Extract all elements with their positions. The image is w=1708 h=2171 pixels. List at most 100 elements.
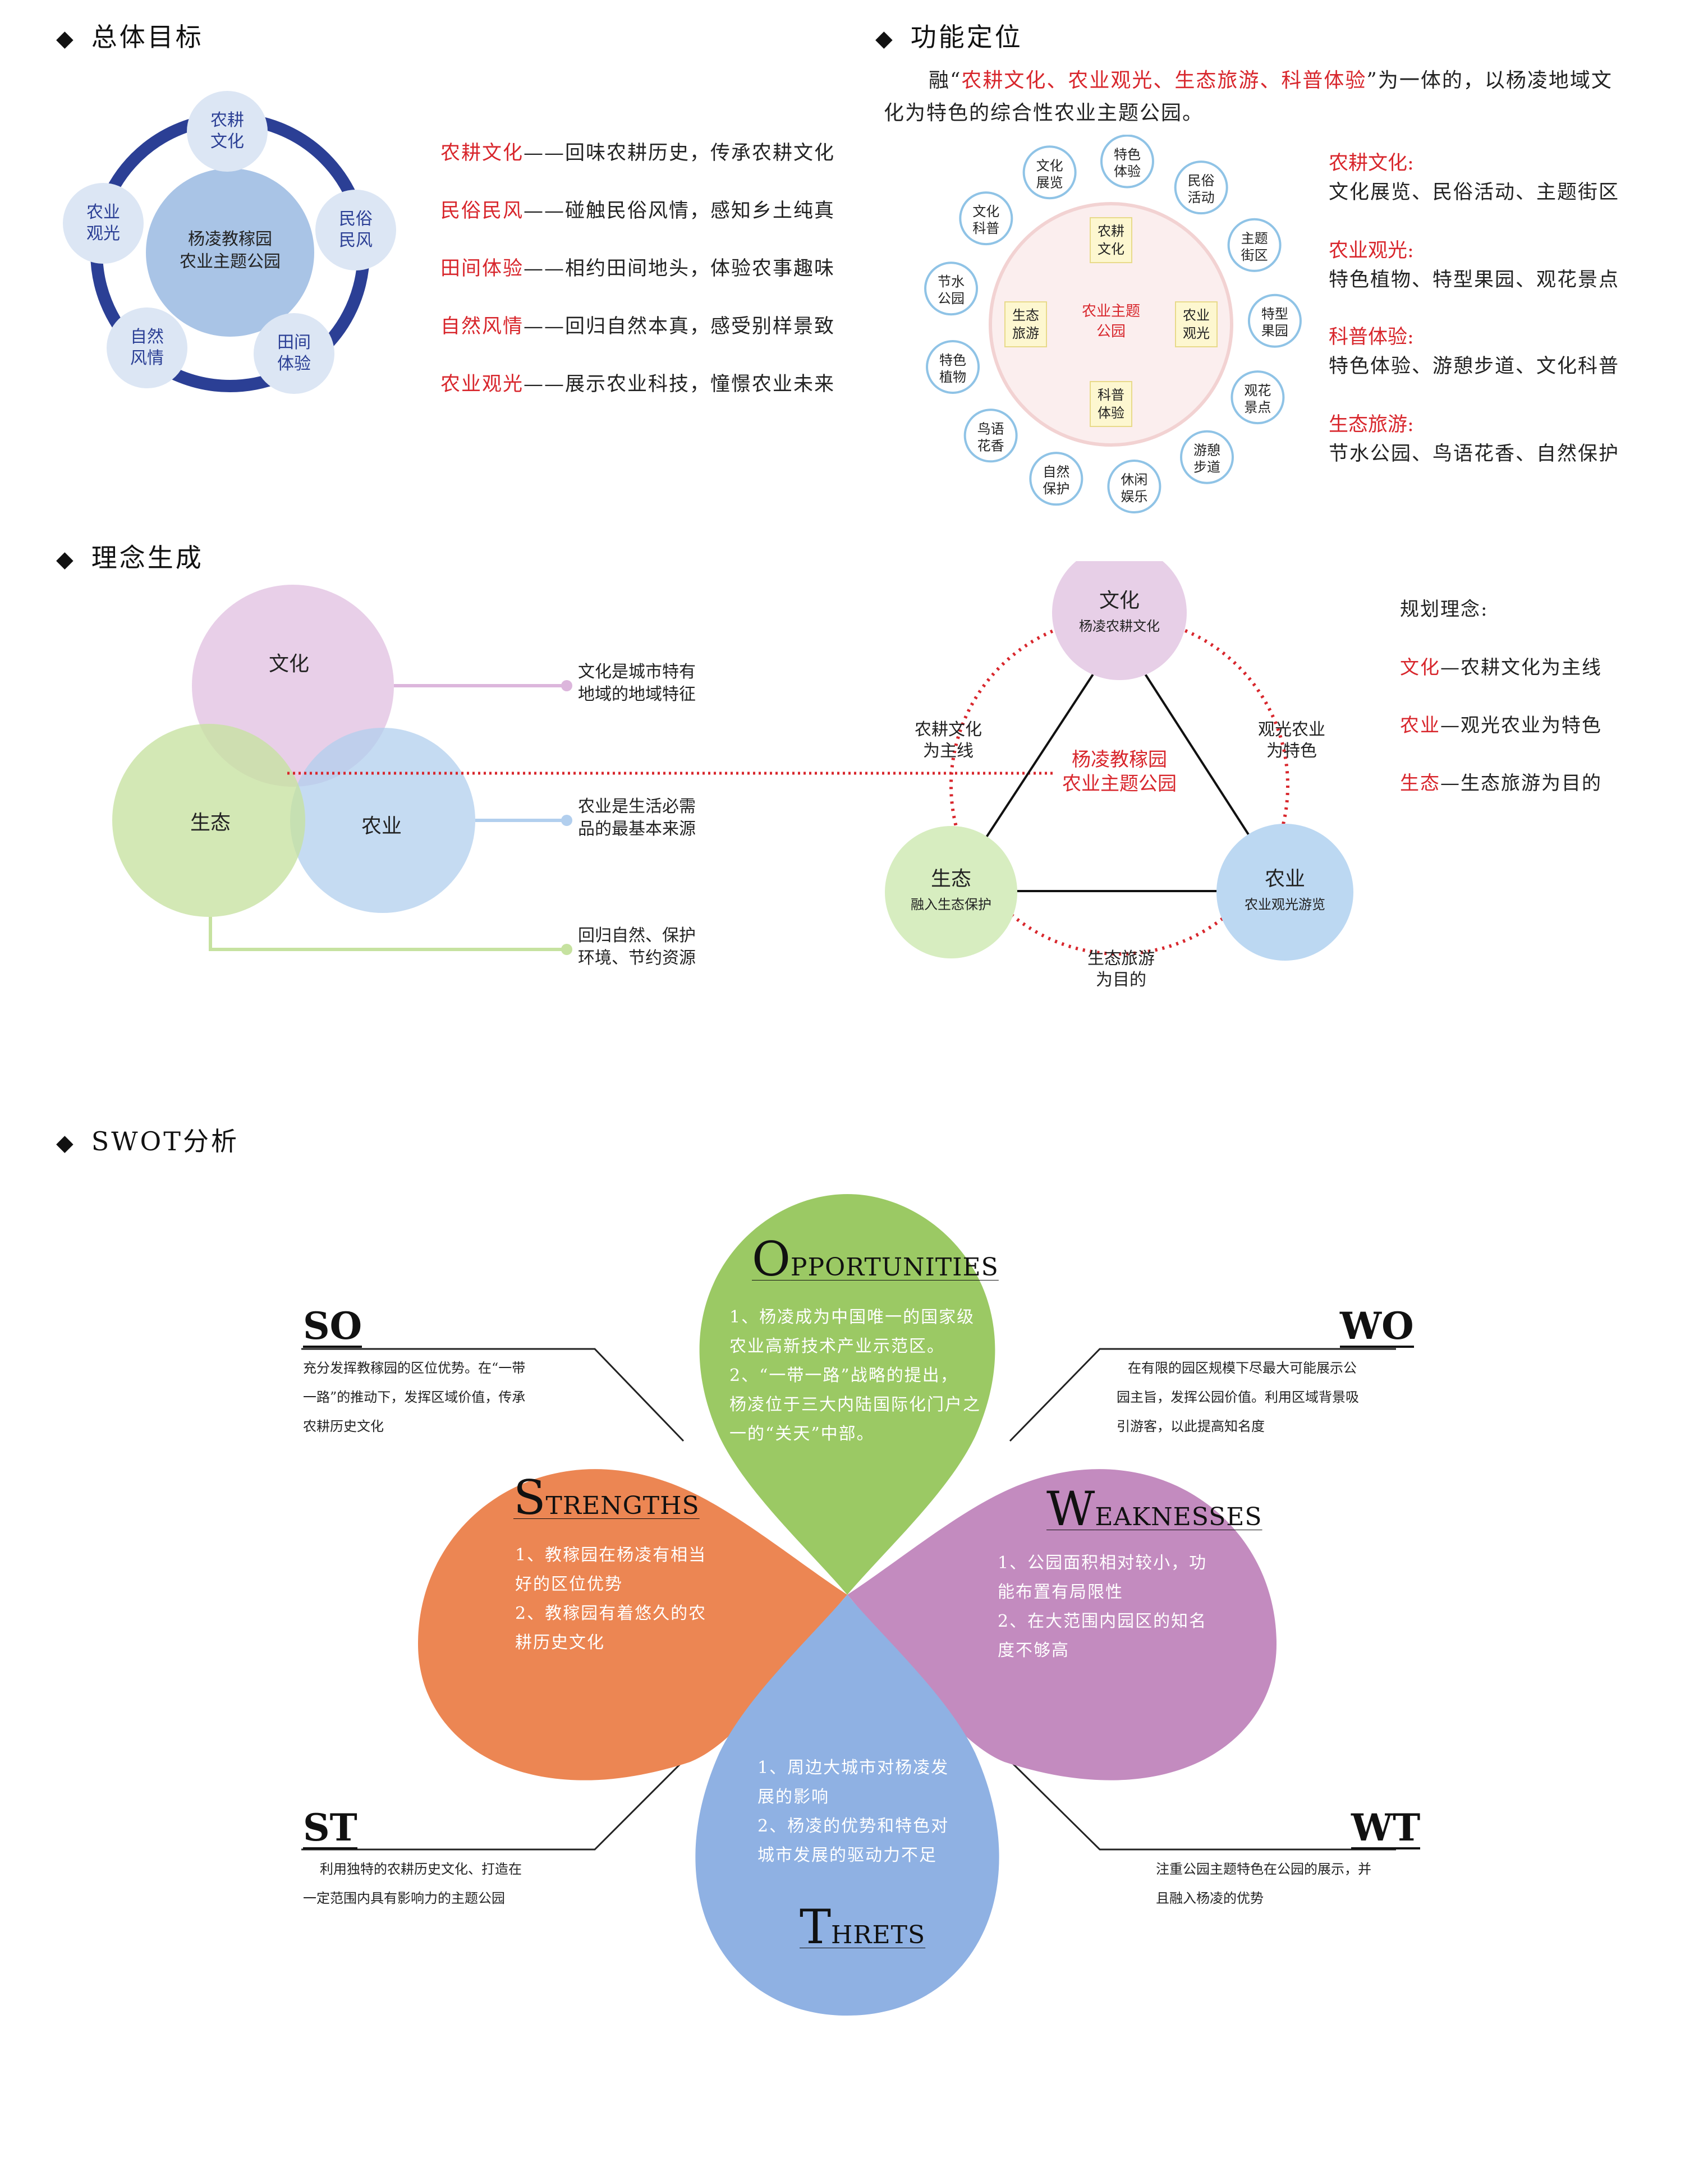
strengths-title: STRENGTHS (513, 1470, 700, 1525)
function-ring-node-circle (1174, 160, 1228, 215)
svg-text:风情: 风情 (130, 348, 164, 368)
function-ring-nodes: 文化展览特色体验民俗活动主题街区特型果园观花景点游憩步道休闲娱乐自然保护鸟语花香… (924, 135, 1302, 514)
tri-edge-right-line2: 为特色 (1266, 741, 1317, 761)
tri-top-title: 文化 (1099, 589, 1140, 612)
venn-culture-label: 文化 (269, 653, 309, 676)
section-title-swot: ◆SWOT分析 (56, 1126, 239, 1156)
wt-label: WT (1351, 1806, 1421, 1849)
weaknesses-title: WEAKNESSES (1046, 1481, 1262, 1536)
function-ring-node-circle (1231, 370, 1285, 425)
plan-title: 规划理念: (1400, 598, 1489, 621)
function-ring-node-label: 文化 (1036, 158, 1063, 173)
ecology-connector (209, 917, 564, 951)
tri-edge-left-line2: 为主线 (923, 741, 974, 761)
tri-left-circle (885, 826, 1017, 958)
function-cat-title-1: 农耕文化: (1329, 152, 1414, 175)
tri-center-line1: 杨凌教稼园 (1072, 749, 1167, 771)
svg-text:观光: 观光 (86, 224, 120, 244)
function-ring-node-label: 特色 (939, 352, 966, 368)
svg-text:农耕: 农耕 (210, 111, 244, 130)
goal-line-5: 农业观光——展示农业科技，憧憬农业未来 (440, 373, 835, 396)
function-ring-node-circle (926, 339, 980, 394)
function-ring-node-circle (1100, 135, 1154, 189)
svg-text:体验: 体验 (1098, 405, 1124, 421)
weaknesses-petal (847, 1469, 1277, 1780)
goal-line-4: 自然风情——回归自然本真，感受别样景致 (440, 315, 835, 338)
tri-left-sub: 融入生态保护 (911, 897, 991, 912)
svg-text:田间: 田间 (277, 333, 311, 352)
svg-text:科普: 科普 (1098, 387, 1124, 403)
function-ring-node-label: 特色 (1114, 146, 1141, 162)
function-ring-node-circle (963, 409, 1018, 463)
ecology-connector-dot (561, 944, 572, 955)
section-title-concept: ◆理念生成 (56, 543, 204, 573)
tri-right-title: 农业 (1265, 868, 1305, 891)
triangle-dotted-circle (949, 616, 1289, 956)
svg-text:农耕: 农耕 (1098, 223, 1124, 239)
venn-ecology-label: 生态 (190, 811, 231, 834)
goals-diagram: 杨凌教稼园 农业主题公园 农耕 文化 民俗 民风 田间 体验 自然 风情 农业 … (63, 91, 396, 394)
goals-center-line2: 农业主题公园 (180, 252, 281, 272)
function-ring-node-label: 民俗 (1188, 173, 1215, 189)
function-ring-node-label: 步道 (1193, 460, 1220, 475)
function-cat-items-3: 特色体验、游憩步道、文化科普 (1329, 355, 1620, 378)
plan-line-1: 文化—农耕文化为主线 (1400, 657, 1602, 679)
function-ring-node-label: 节水 (938, 274, 965, 290)
function-ring-node-label: 鸟语 (977, 421, 1004, 437)
svg-text:自然: 自然 (130, 327, 164, 347)
function-ring-node: 文化科普 (959, 191, 1013, 246)
svg-text:农业: 农业 (1183, 307, 1210, 323)
svg-text:生态: 生态 (1012, 307, 1039, 323)
st-text: 利用独特的农耕历史文化、打造在 一定范围内具有影响力的主题公园 (303, 1861, 522, 1906)
wo-text: 在有限的园区规模下尽最大可能展示公 园主旨，发挥公园价值。利用区域背景吸 引游客… (1117, 1360, 1359, 1434)
svg-text:农业: 农业 (86, 203, 120, 222)
tri-edge-bottom-line2: 为目的 (1096, 970, 1146, 990)
tri-left-title: 生态 (931, 868, 971, 891)
concept-note-ecology: 回归自然、保护环境、节约资源 (578, 926, 696, 968)
so-text: 充分发挥教稼园的区位优势。在“一带 一路”的推动下，发挥区域价值，传承 农耕历史… (303, 1360, 526, 1434)
function-cat-title-4: 生态旅游: (1329, 414, 1414, 436)
function-ring-node: 民俗活动 (1174, 160, 1228, 215)
function-ring-node-label: 主题 (1241, 231, 1268, 246)
diamond-icon: ◆ (56, 547, 76, 572)
svg-text:民风: 民风 (339, 231, 373, 250)
goals-center-line1: 杨凌教稼园 (188, 230, 272, 249)
function-cat-title-2: 农业观光: (1329, 240, 1414, 262)
section-title-goals: ◆总体目标 (56, 22, 204, 52)
weaknesses-text: 1、公园面积相对较小，功 能布置有局限性 2、在大范围内园区的知名 度不够高 (998, 1553, 1207, 1660)
so-connector (301, 1348, 685, 1442)
section-title-function: ◆功能定位 (875, 22, 1023, 52)
function-ring-node-circle (1107, 460, 1161, 514)
wt-connector (1009, 1760, 1396, 1851)
strengths-text: 1、教稼园在杨凌有相当 好的区位优势 2、教稼园有着悠久的农 耕历史文化 (515, 1545, 707, 1653)
function-ring-node-circle (1247, 293, 1302, 348)
function-cat-items-2: 特色植物、特型果园、观花景点 (1329, 269, 1620, 291)
diamond-icon: ◆ (56, 26, 76, 52)
wt-text: 注重公园主题特色在公园的展示，并 且融入杨凌的优势 (1156, 1861, 1371, 1906)
function-ring-node: 主题街区 (1227, 218, 1282, 272)
function-ring-node: 特色植物 (926, 339, 980, 394)
opportunities-title: OPPORTUNITIES (752, 1232, 999, 1287)
tri-edge-left-line1: 农耕文化 (915, 720, 982, 740)
function-ring-node-label: 文化 (972, 204, 999, 219)
svg-text:民俗: 民俗 (339, 209, 373, 229)
goals-node-5: 农业 观光 (63, 183, 144, 264)
function-center-line2: 公园 (1096, 323, 1126, 340)
svg-text:文化: 文化 (1098, 241, 1124, 257)
function-ring-node-label: 景点 (1244, 400, 1271, 415)
goals-node-4: 自然 风情 (107, 307, 187, 388)
concept-diagram: 文化 生态 农业 文化 杨凌农耕文化 生态 融入生态保护 农业 农业观光游览 杨… (112, 561, 1353, 990)
goals-node-1: 农耕 文化 (187, 91, 268, 172)
diamond-icon: ◆ (56, 1130, 76, 1156)
strengths-petal (418, 1469, 847, 1780)
function-ring-node-label: 花香 (977, 438, 1004, 453)
goals-node-3: 田间 体验 (254, 313, 334, 394)
function-ring-node-circle (1227, 218, 1282, 272)
inner-box-4: 生态 旅游 (1004, 301, 1047, 347)
svg-text:观光: 观光 (1183, 325, 1210, 341)
tri-edge-right-line1: 观光农业 (1258, 720, 1325, 740)
function-ring-node-label: 观花 (1244, 383, 1271, 398)
function-ring-node-label: 游憩 (1193, 443, 1220, 458)
function-cat-title-3: 科普体验: (1329, 326, 1414, 348)
tri-right-circle (1216, 824, 1353, 961)
